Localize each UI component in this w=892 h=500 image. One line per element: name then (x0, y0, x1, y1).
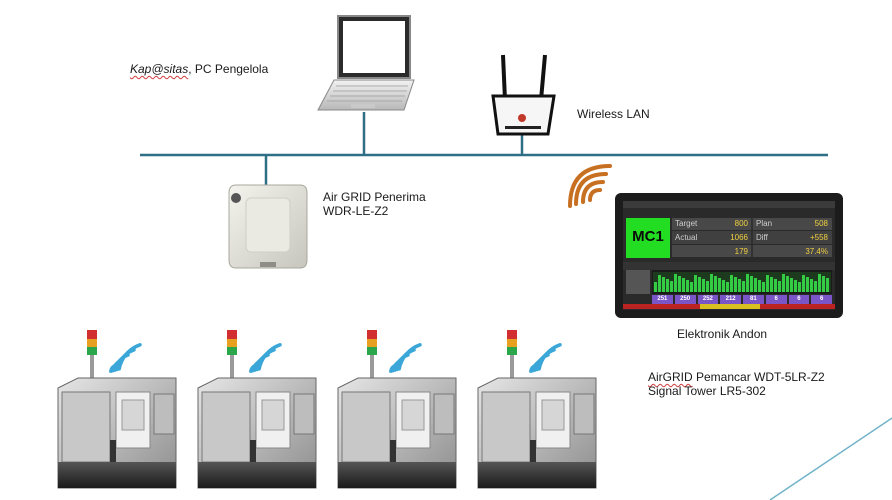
andon-caption: Elektronik Andon (677, 327, 768, 341)
andon-wave-bar (690, 282, 693, 292)
wireless-router-icon (491, 54, 556, 136)
signal-tower-icon (367, 330, 377, 381)
machines-group (57, 330, 597, 489)
andon-chart-bars (653, 272, 831, 292)
andon-wave-bar (746, 274, 749, 292)
andon-wave-bar (770, 277, 773, 292)
andon-actual-label: Actual (675, 233, 698, 242)
andon-actual-value: 1066 (730, 233, 748, 242)
andon-wave-bar (678, 276, 681, 292)
andon-wave-bar (758, 280, 761, 292)
andon-wave-bar (662, 277, 665, 292)
andon-wave-bar (686, 280, 689, 292)
andon-diff-label: Diff (756, 233, 768, 242)
network-bus (140, 112, 828, 185)
andon-wave-bar (726, 282, 729, 292)
wlan-label: Wireless LAN (577, 107, 650, 121)
andon-wave-bar (786, 276, 789, 292)
wifi-signal-icon (249, 343, 282, 373)
andon-value-cell: 212 (720, 295, 741, 304)
andon-wave-bar (730, 275, 733, 292)
andon-wave-bar (814, 281, 817, 292)
andon-value-cell: 6 (788, 295, 810, 304)
andon-wave-bar (818, 274, 821, 292)
andon-wave-bar (826, 278, 829, 292)
pc-brand: Kap@sitas (130, 62, 189, 76)
andon-wave-bar (734, 277, 737, 292)
andon-wave-bar (766, 275, 769, 292)
signal-tower-label: Signal Tower LR5-302 (648, 384, 766, 398)
transmitter-brand: AirGRID (648, 370, 693, 384)
andon-wave-bar (822, 276, 825, 292)
andon-wave-bar (674, 274, 677, 292)
andon-wave-bar (718, 278, 721, 292)
andon-wave-bar (714, 276, 717, 292)
andon-target-label: Target (675, 219, 698, 228)
andon-wave-bar (670, 281, 673, 292)
machine-tile (626, 218, 670, 258)
andon-wave-bar (754, 278, 757, 292)
signal-tower-icon (227, 330, 237, 381)
andon-wave-bar (654, 282, 657, 292)
signal-tower-icon (87, 330, 97, 381)
andon-wave-bar (706, 281, 709, 292)
cnc-machine-icon (477, 330, 597, 489)
andon-value-cell: 81 (743, 295, 764, 304)
andon-row3-left-value: 179 (734, 247, 748, 256)
pc-rest: , PC Pengelola (188, 62, 269, 76)
andon-wave-bar (738, 279, 741, 292)
wifi-signal-icon (389, 343, 422, 373)
andon-wave-bar (802, 275, 805, 292)
wifi-signal-icon (568, 164, 612, 208)
laptop-icon (317, 15, 415, 111)
andon-wave-bar (782, 274, 785, 292)
andon-diff-value: +558 (809, 233, 828, 242)
wifi-signal-icon (529, 343, 562, 373)
andon-machine-name: MC1 (632, 228, 664, 245)
andon-value-cell: 6 (811, 295, 832, 304)
andon-wave-bar (778, 281, 781, 292)
andon-wave-bar (694, 275, 697, 292)
cnc-machine-icon (197, 330, 317, 489)
andon-wave-bar (682, 278, 685, 292)
receiver-device-icon (228, 184, 308, 269)
andon-value-cell: 252 (697, 295, 719, 304)
andon-wave-bar (710, 274, 713, 292)
andon-wave-bar (798, 282, 801, 292)
receiver-label-line2: WDR-LE-Z2 (323, 204, 389, 218)
decor-line (769, 417, 892, 500)
andon-wave-bar (762, 282, 765, 292)
andon-wave-bar (658, 275, 661, 292)
andon-plan-label: Plan (756, 219, 773, 228)
andon-wave-bar (742, 281, 745, 292)
andon-wave-bar (666, 279, 669, 292)
andon-target-value: 800 (734, 219, 748, 228)
andon-wave-bar (698, 277, 701, 292)
transmitter-rest: Pemancar WDT-5LR-Z2 (692, 370, 825, 384)
andon-value-cell: 6 (765, 295, 787, 304)
andon-value-cell: 250 (674, 295, 696, 304)
transmitter-label: AirGRID Pemancar WDT-5LR-Z2 (648, 370, 825, 384)
signal-tower-icon (507, 330, 517, 381)
andon-wave-bar (794, 280, 797, 292)
andon-plan-value: 508 (814, 219, 828, 228)
andon-wave-bar (702, 279, 705, 292)
receiver-label-line1: Air GRID Penerima (323, 190, 426, 204)
cnc-machine-icon (337, 330, 457, 489)
andon-wave-bar (810, 279, 813, 292)
wifi-signal-icon (109, 343, 142, 373)
andon-row3-right-value: 37.4% (805, 247, 828, 256)
pc-label: Kap@sitas, PC Pengelola (130, 62, 268, 76)
andon-wave-bar (750, 276, 753, 292)
andon-value-cell: 251 (652, 295, 673, 304)
andon-wave-bar (774, 279, 777, 292)
andon-wave-bar (806, 277, 809, 292)
andon-wave-bar (722, 280, 725, 292)
andon-display (615, 193, 843, 318)
andon-wave-bar (790, 278, 793, 292)
cnc-machine-icon (57, 330, 177, 489)
